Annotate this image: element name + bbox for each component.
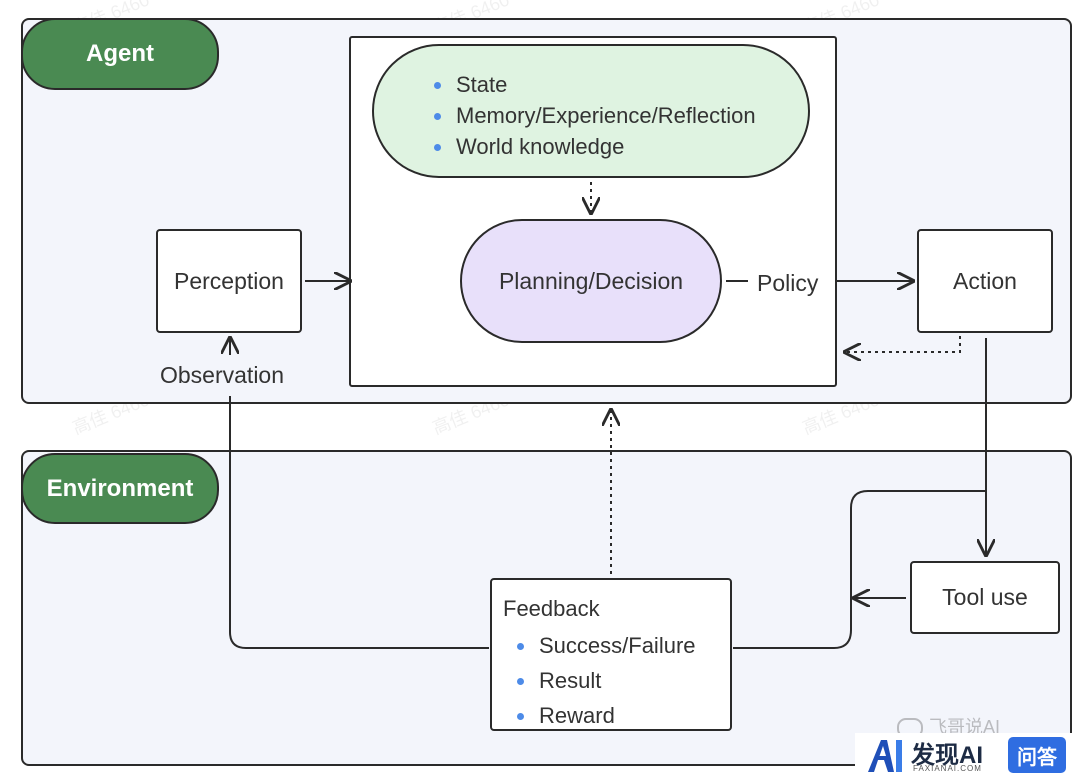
knowledge-pill: State Memory/Experience/Reflection World… — [372, 44, 810, 178]
brand-subtext: FAXIANAI.COM — [913, 764, 982, 773]
observation-label: Observation — [160, 362, 285, 388]
feedback-item-result: Result — [517, 663, 696, 698]
knowledge-item-memory: Memory/Experience/Reflection — [434, 100, 756, 131]
environment-tag: Environment — [21, 453, 219, 524]
knowledge-list: State Memory/Experience/Reflection World… — [434, 69, 756, 162]
feedback-item-success: Success/Failure — [517, 628, 696, 663]
planning-label: Planning/Decision — [498, 267, 684, 294]
feedback-title: Feedback — [503, 596, 600, 621]
tool-use-box: Tool use — [910, 561, 1060, 634]
brand-logo-icon — [865, 736, 905, 774]
qa-badge: 问答 — [1008, 737, 1066, 773]
feedback-list: Success/Failure Result Reward — [517, 628, 696, 733]
perception-box: Perception — [156, 229, 302, 333]
tool-use-label: Tool use — [942, 584, 1028, 610]
brand-text: 发现AI — [911, 742, 983, 769]
brand-banner: 发现AI FAXIANAI.COM 问答 — [855, 733, 1080, 777]
feedback-box: Feedback Success/Failure Result Reward — [490, 578, 732, 731]
policy-label: Policy — [757, 270, 819, 296]
action-label: Action — [953, 267, 1017, 294]
perception-label: Perception — [174, 267, 284, 294]
action-box: Action — [917, 229, 1053, 333]
knowledge-item-state: State — [434, 69, 756, 100]
feedback-item-reward: Reward — [517, 698, 696, 733]
knowledge-item-world: World knowledge — [434, 131, 756, 162]
agent-tag: Agent — [21, 18, 219, 90]
planning-pill: Planning/Decision — [460, 219, 722, 343]
